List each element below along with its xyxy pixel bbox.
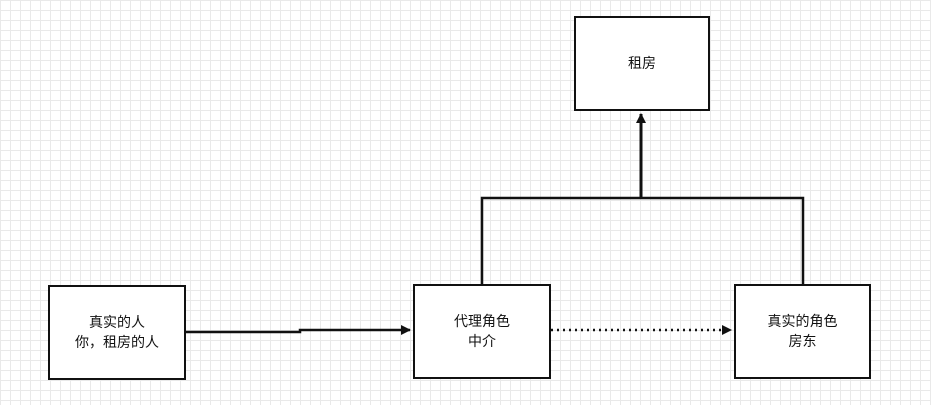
node-real-person-line2: 你，租房的人 [75, 334, 159, 351]
node-real-person: 真实的人 你，租房的人 [48, 285, 186, 380]
node-proxy-line2: 中介 [468, 333, 496, 350]
node-real-person-line1: 真实的人 [89, 314, 145, 331]
node-real-role: 真实的角色 房东 [734, 284, 871, 379]
edge-person-to-proxy [186, 325, 411, 335]
node-real-role-line1: 真实的角色 [767, 313, 838, 330]
node-rent-label: 租房 [628, 55, 656, 72]
edge-junction-bracket [480, 196, 805, 284]
node-proxy-line1: 代理角色 [454, 313, 510, 330]
node-real-role-line2: 房东 [788, 333, 817, 350]
node-rent: 租房 [574, 16, 710, 111]
node-proxy: 代理角色 中介 [413, 284, 551, 379]
